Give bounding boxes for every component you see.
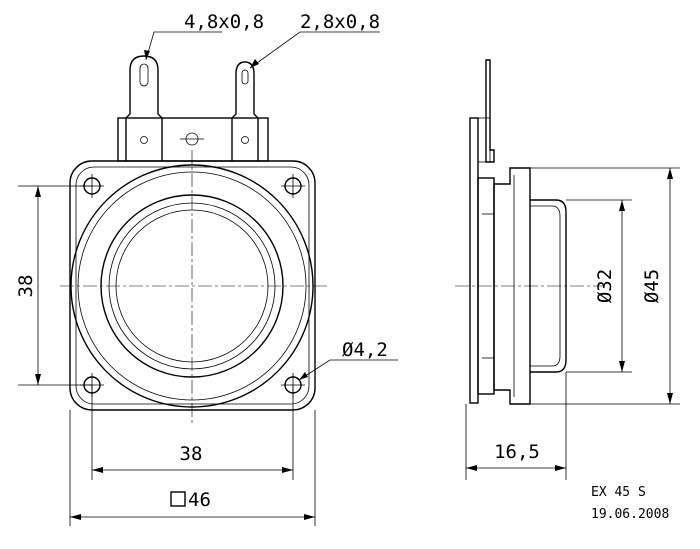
label-depth: 16,5 (494, 441, 540, 463)
dome-inner (115, 209, 269, 363)
terminal-small (231, 61, 259, 161)
dim-frame (69, 410, 316, 526)
dim-outer (520, 167, 680, 405)
dim-dome (566, 199, 632, 373)
terminal-leaders (144, 31, 380, 69)
label-dome-diameter: Ø32 (594, 269, 616, 303)
label-outer-diameter: Ø45 (641, 269, 663, 303)
frame-inner (75, 166, 310, 405)
terminal-large (125, 55, 163, 161)
title-date: 19.06.2008 (591, 507, 669, 522)
terminal-base (117, 117, 269, 162)
label-frame-46: 46 (188, 489, 211, 511)
side-dome (530, 199, 567, 373)
surround-ring (77, 171, 307, 401)
dim-depth (465, 372, 567, 480)
terminal-small-slot (241, 69, 249, 85)
label-width-38: 38 (180, 443, 203, 465)
leader-terminal-small (249, 31, 380, 69)
label-hole-diameter: Ø4,2 (342, 339, 388, 361)
title-model: EX 45 S (591, 485, 646, 500)
dome-outer (100, 194, 284, 378)
label-terminal-small: 2,8x0,8 (300, 11, 380, 33)
label-height-38: 38 (15, 275, 37, 298)
mounting-holes (80, 174, 305, 397)
dim-width (91, 385, 294, 480)
side-plate (469, 117, 479, 404)
side-terminal-base (477, 117, 491, 163)
surround-outer (70, 164, 314, 408)
dim-height (18, 185, 92, 386)
terminal-large-slot (139, 63, 149, 87)
side-view (455, 59, 680, 480)
leader-terminal-large (145, 31, 222, 61)
square-symbol (170, 491, 186, 507)
leader-hole (298, 359, 398, 381)
hole-leader (298, 359, 398, 381)
label-terminal-large: 4,8x0,8 (184, 11, 264, 33)
terminal-block (117, 55, 269, 162)
dome-ring (108, 202, 276, 370)
front-view (18, 31, 398, 526)
